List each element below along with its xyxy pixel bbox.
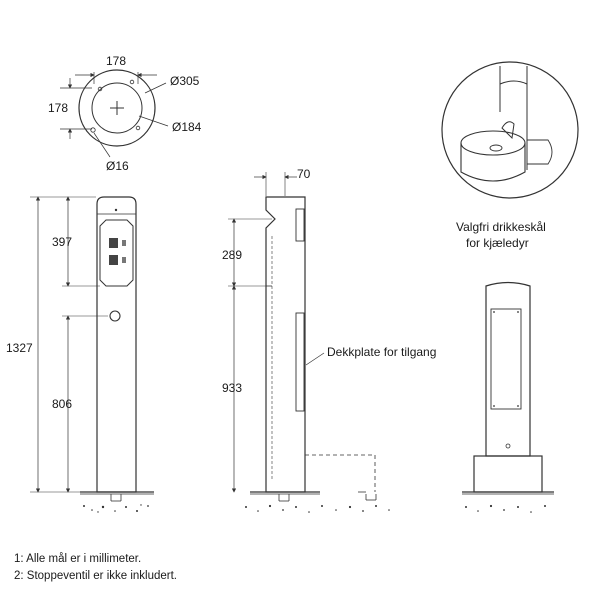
front-dim-total: 1327 <box>6 341 33 355</box>
notes: 1: Alle mål er i millimeter. 2: Stoppeve… <box>14 551 177 585</box>
side-dim-upper: 289 <box>222 248 242 262</box>
front-view: 1327 397 806 <box>6 196 154 513</box>
side-dim-depth: 70 <box>297 167 311 181</box>
top-dia-outer: Ø305 <box>170 74 200 88</box>
note-2: 2: Stoppeventil er ikke inkludert. <box>14 570 178 582</box>
top-view: 178 178 Ø305 Ø184 Ø16 <box>48 54 202 173</box>
detail-label-line1: Valgfri drikkeskål <box>456 220 546 234</box>
note-1: 1: Alle mål er i millimeter. <box>14 553 142 565</box>
side-view: 70 289 933 Dekkplate for tilgang <box>222 167 436 513</box>
top-dim-height: 178 <box>48 101 68 115</box>
rear-view <box>462 281 554 513</box>
top-dim-width: 178 <box>106 54 126 68</box>
detail-label-line2: for kjæledyr <box>466 236 529 250</box>
side-label-cover: Dekkplate for tilgang <box>327 345 436 359</box>
front-dim-upper: 397 <box>52 235 72 249</box>
front-dim-lower: 806 <box>52 397 72 411</box>
top-dia-hole: Ø16 <box>106 159 129 173</box>
top-dia-inner: Ø184 <box>172 120 202 134</box>
side-dim-lower: 933 <box>222 381 242 395</box>
bowl-detail: Valgfri drikkeskål for kjæledyr <box>441 61 579 250</box>
